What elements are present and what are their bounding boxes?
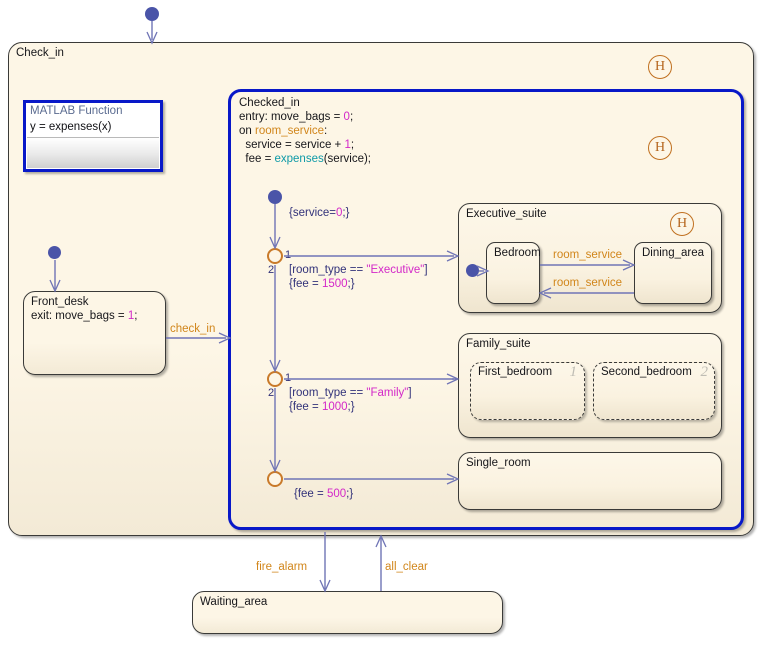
- default-transition-ball-top: [145, 7, 159, 21]
